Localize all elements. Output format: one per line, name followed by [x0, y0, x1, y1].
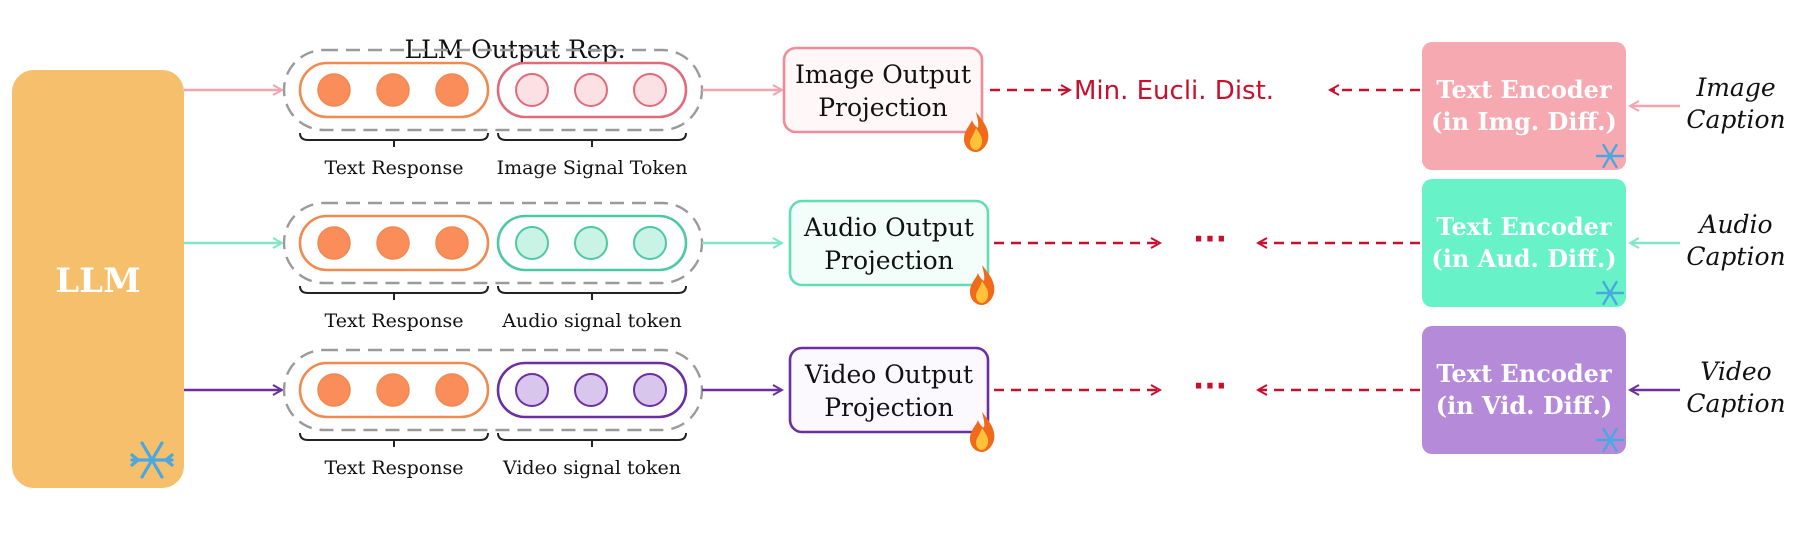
- caption-line1: Audio: [1697, 210, 1772, 239]
- signal-token-bracket: [497, 285, 687, 294]
- signal-token: [574, 73, 608, 107]
- snowflake-icon: [130, 441, 174, 479]
- loss-ellipsis: ···: [1193, 369, 1227, 404]
- caption-line2: Caption: [1686, 389, 1785, 418]
- llm-label: LLM: [55, 261, 140, 301]
- caption-line2: Caption: [1686, 242, 1785, 271]
- text-response-label: Text Response: [325, 157, 464, 179]
- text-encoder-line2: (in Img. Diff.): [1431, 107, 1617, 136]
- loss-ellipsis: ···: [1193, 222, 1227, 257]
- text-token: [376, 226, 410, 260]
- output-projection-box: [788, 346, 990, 434]
- llm-block: LLM: [12, 70, 184, 488]
- text-response-label: Text Response: [325, 310, 464, 332]
- output-projection-line2: Projection: [824, 246, 954, 275]
- output-projection-line2: Projection: [824, 393, 954, 422]
- text-token: [435, 73, 469, 107]
- signal-token-label: Audio signal token: [501, 310, 681, 332]
- text-encoder-line1: Text Encoder: [1436, 212, 1612, 241]
- signal-token: [574, 373, 608, 407]
- output-projection-line1: Audio Output: [803, 213, 974, 242]
- signal-token: [515, 226, 549, 260]
- snowflake-icon: [1595, 427, 1625, 453]
- signal-token-bracket: [497, 432, 687, 441]
- text-token: [376, 73, 410, 107]
- output-projection-line1: Image Output: [795, 60, 971, 89]
- signal-token: [574, 226, 608, 260]
- output-projection-line1: Video Output: [804, 360, 973, 389]
- signal-token: [633, 73, 667, 107]
- caption-line1: Video: [1700, 357, 1771, 386]
- signal-token: [633, 226, 667, 260]
- text-response-bracket: [299, 432, 489, 441]
- text-token: [435, 226, 469, 260]
- fire-icon: [970, 412, 995, 452]
- fire-icon: [964, 112, 989, 152]
- snowflake-icon: [1595, 280, 1625, 306]
- text-response-bracket: [299, 285, 489, 294]
- text-token: [317, 373, 351, 407]
- text-encoder-box: [1422, 179, 1626, 307]
- text-token: [317, 73, 351, 107]
- text-encoder-line2: (in Vid. Diff.): [1436, 391, 1612, 420]
- text-token: [435, 373, 469, 407]
- text-encoder-line1: Text Encoder: [1436, 359, 1612, 388]
- text-encoder-line1: Text Encoder: [1436, 75, 1612, 104]
- signal-token-bracket: [497, 132, 687, 141]
- snowflake-icon: [1595, 143, 1625, 169]
- signal-token: [633, 373, 667, 407]
- caption-line1: Image: [1695, 73, 1775, 102]
- row-image: Text Response Image Signal Token Image Out…: [184, 42, 1786, 179]
- text-token: [317, 226, 351, 260]
- caption-line2: Caption: [1686, 105, 1785, 134]
- signal-token-label: Video signal token: [502, 457, 681, 479]
- text-token: [376, 373, 410, 407]
- signal-token: [515, 73, 549, 107]
- text-encoder-box: [1422, 42, 1626, 170]
- fire-icon: [970, 265, 995, 305]
- output-projection-box: [782, 46, 984, 134]
- signal-token: [515, 373, 549, 407]
- row-video: Text Response Video signal token Video Out…: [184, 326, 1786, 479]
- row-audio: Text Response Audio signal token Audio Out…: [184, 179, 1786, 332]
- loss-label: Min. Eucli. Dist.: [1074, 76, 1274, 106]
- text-encoder-box: [1422, 326, 1626, 454]
- text-response-label: Text Response: [325, 457, 464, 479]
- text-encoder-line2: (in Aud. Diff.): [1431, 244, 1616, 273]
- text-response-bracket: [299, 132, 489, 141]
- signal-token-label: Image Signal Token: [497, 157, 688, 179]
- output-projection-box: [788, 199, 990, 287]
- output-projection-line2: Projection: [818, 93, 948, 122]
